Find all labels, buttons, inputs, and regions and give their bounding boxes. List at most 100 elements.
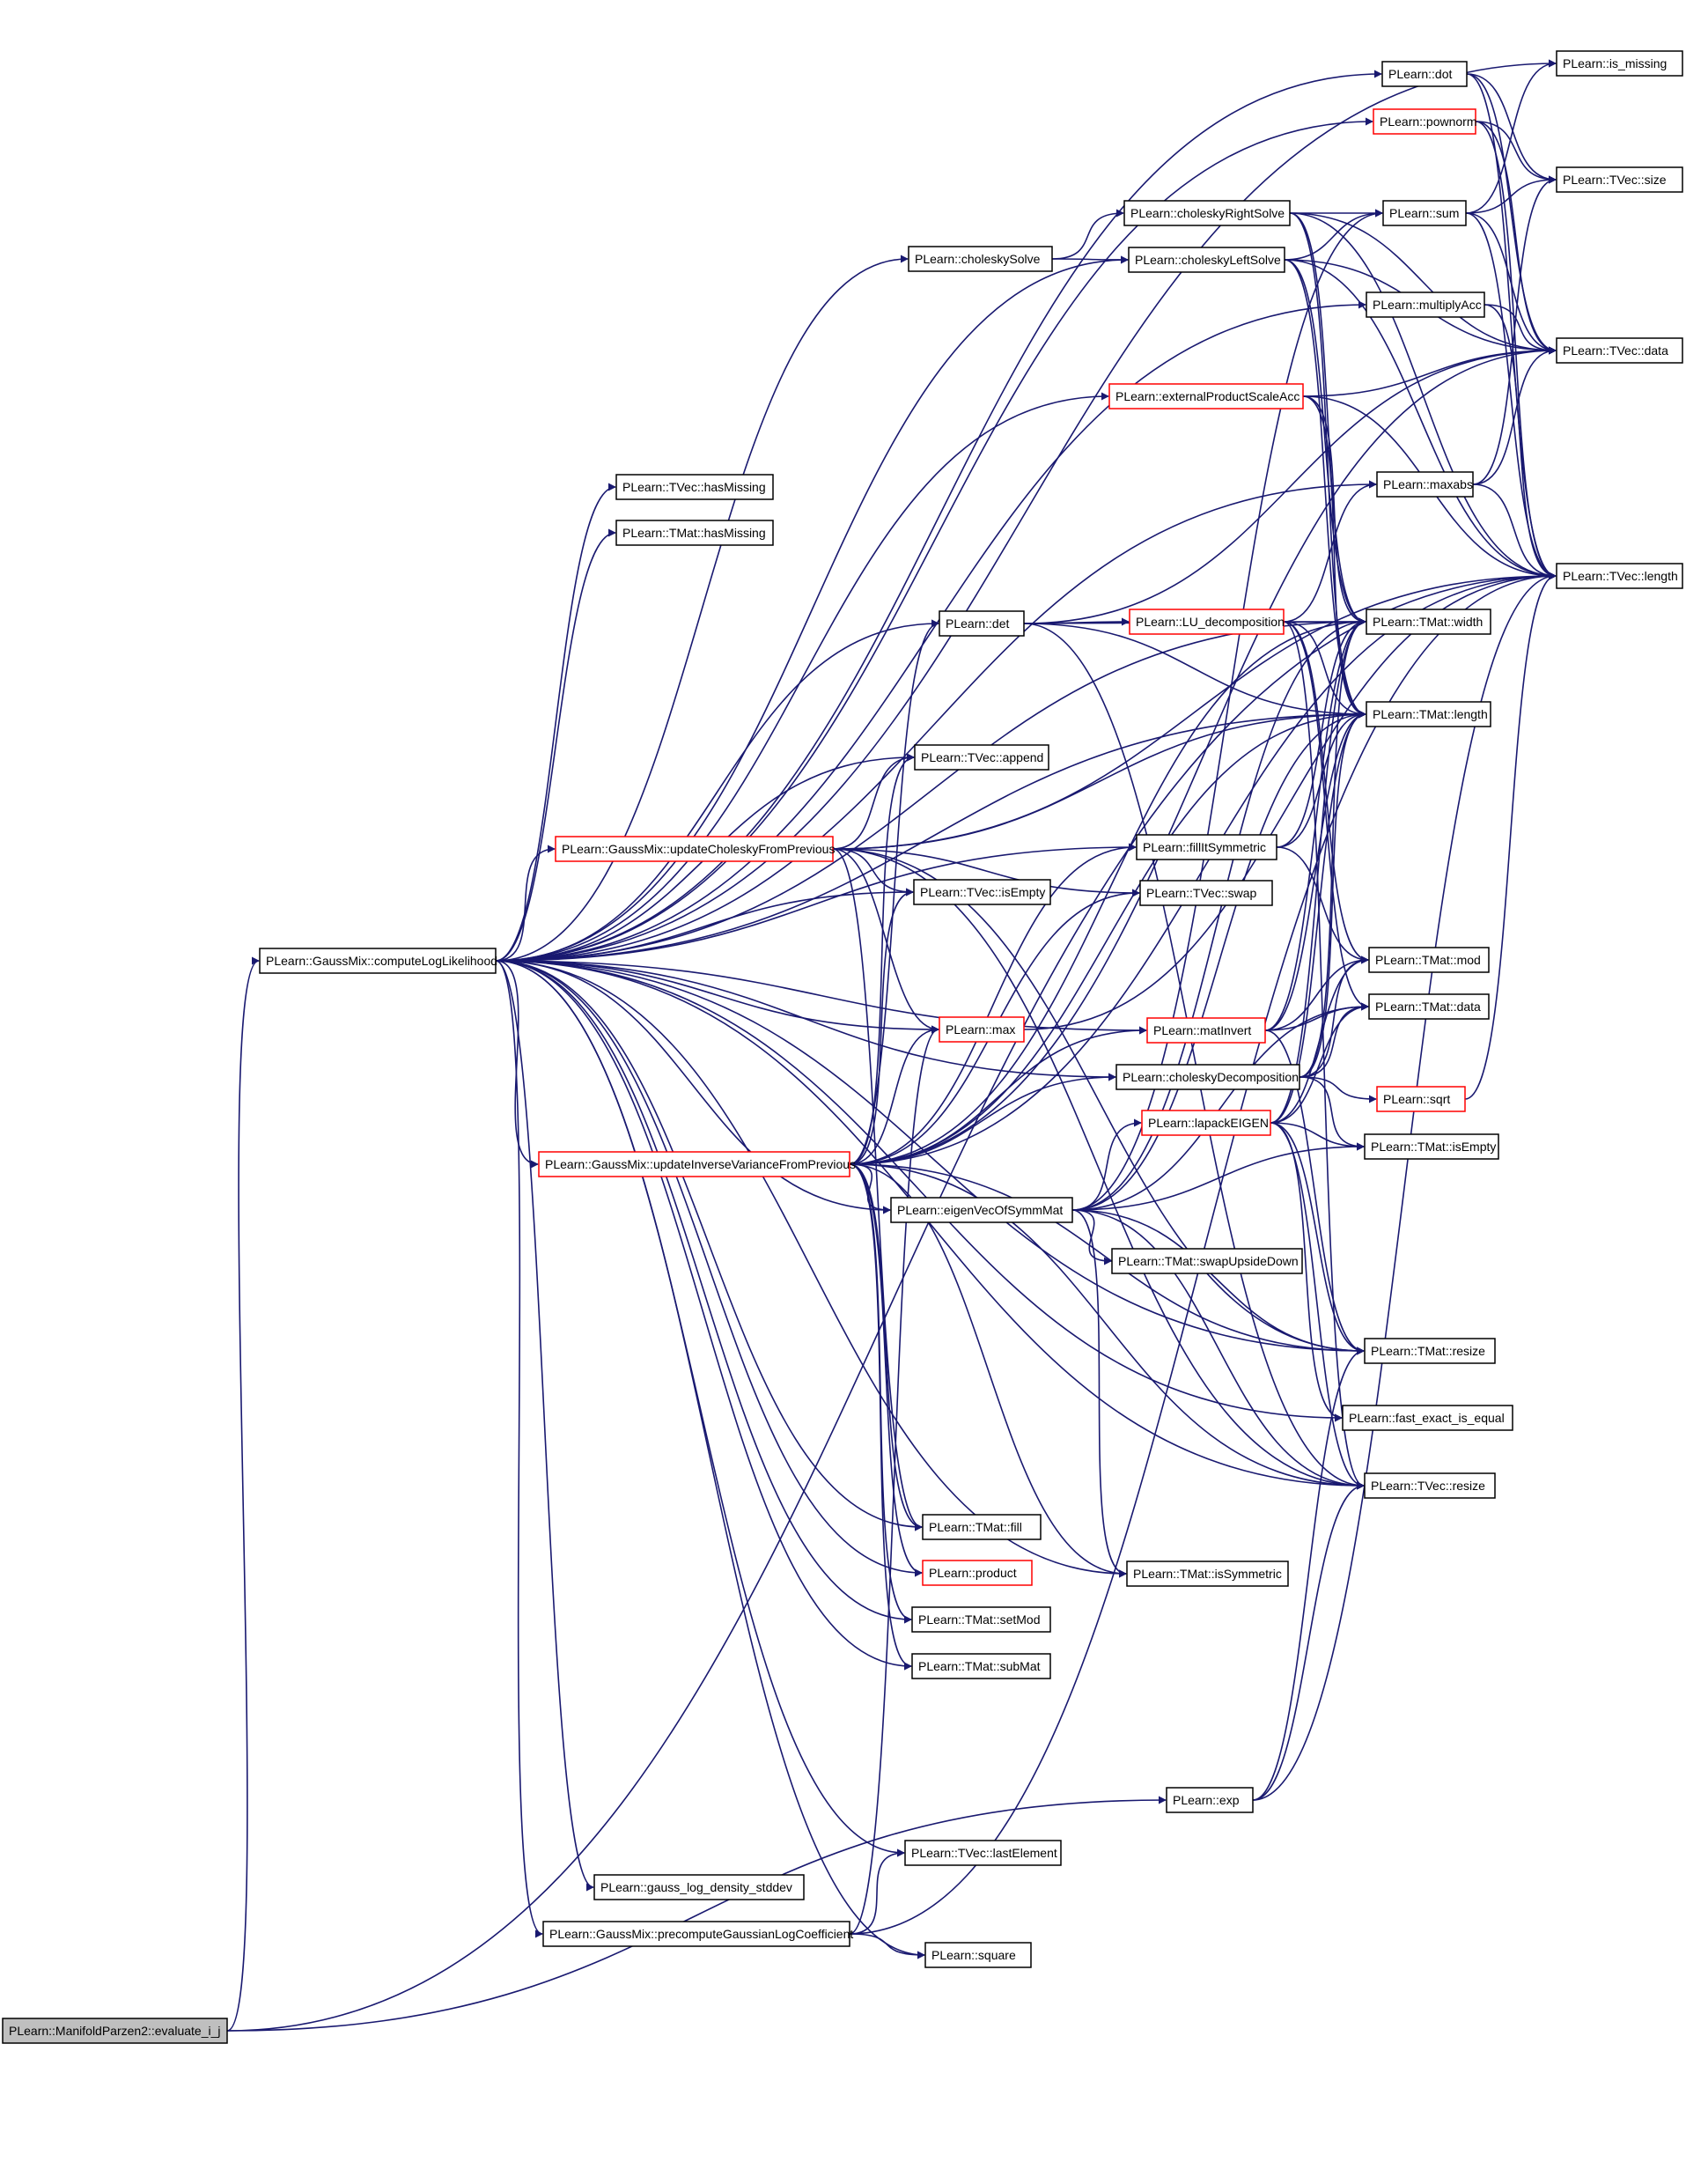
- call-edge: [1299, 1076, 1377, 1103]
- node-label: PLearn::multiplyAcc: [1373, 298, 1482, 312]
- call-edge: [832, 572, 1557, 850]
- node-tmat-swap-upside-down[interactable]: PLearn::TMat::swapUpsideDown: [1111, 1248, 1303, 1274]
- node-tvec-last-element[interactable]: PLearn::TVec::lastElement: [904, 1840, 1062, 1866]
- node-max[interactable]: PLearn::max: [939, 1016, 1025, 1043]
- edge-computeLL-to-tvecResize: [495, 960, 1365, 1490]
- call-edge: [495, 960, 923, 1531]
- node-label: PLearn::GaussMix::computeLogLikelihood: [266, 954, 497, 968]
- node-cholesky-decomposition[interactable]: PLearn::choleskyDecomposition: [1115, 1064, 1300, 1090]
- node-tmat-set-mod[interactable]: PLearn::TMat::setMod: [911, 1606, 1051, 1633]
- edge-computeLL-to-updChol: [495, 845, 556, 962]
- call-edge: [849, 1848, 905, 1935]
- node-cholesky-right-solve[interactable]: PLearn::choleskyRightSolve: [1123, 200, 1291, 226]
- node-dot[interactable]: PLearn::dot: [1381, 61, 1468, 87]
- edge-updInvVar-to-fill: [849, 1163, 923, 1531]
- node-eigen-vec-of-symm-mat[interactable]: PLearn::eigenVecOfSymmMat: [890, 1197, 1073, 1223]
- node-tvec-append[interactable]: PLearn::TVec::append: [914, 744, 1049, 771]
- call-edge: [849, 346, 1557, 1165]
- node-tvec-swap[interactable]: PLearn::TVec::swap: [1139, 880, 1273, 906]
- node-maxabs[interactable]: PLearn::maxabs: [1376, 471, 1474, 498]
- node-fill-it-symmetric[interactable]: PLearn::fillItSymmetric: [1136, 834, 1277, 860]
- node-tvec-resize[interactable]: PLearn::TVec::resize: [1364, 1472, 1496, 1499]
- call-edge: [1270, 1002, 1369, 1124]
- call-edge: [832, 848, 939, 1034]
- call-edge: [1475, 121, 1557, 184]
- node-external-product-scale-acc[interactable]: PLearn::externalProductScaleAcc: [1108, 383, 1304, 410]
- call-edge: [495, 960, 1365, 1490]
- call-edge: [1299, 956, 1369, 1078]
- node-cholesky-left-solve[interactable]: PLearn::choleskyLeftSolve: [1128, 247, 1285, 273]
- edge-cholDec-to-tmatMod: [1299, 956, 1369, 1078]
- edge-eigenVec-to-tmatIsEmpty: [1071, 1142, 1365, 1211]
- node-mat-invert[interactable]: PLearn::matInvert: [1146, 1017, 1266, 1044]
- call-edge: [1289, 212, 1557, 580]
- node-tvec-is-empty[interactable]: PLearn::TVec::isEmpty: [913, 879, 1051, 905]
- node-precompute-gaussian-log-coefficient[interactable]: PLearn::GaussMix::precomputeGaussianLogC…: [542, 1921, 853, 1947]
- node-cholesky-solve[interactable]: PLearn::choleskySolve: [908, 246, 1053, 272]
- node-product[interactable]: PLearn::product: [922, 1560, 1033, 1586]
- edge-updInvVar-to-tvecResize: [849, 1163, 1365, 1490]
- edge-computeLL-to-fastEq: [495, 960, 1343, 1422]
- call-edge: [1071, 1209, 1365, 1355]
- edge-lapack-to-tmatWidth: [1270, 617, 1366, 1124]
- node-label: PLearn::TMat::setMod: [918, 1612, 1041, 1627]
- node-multiply-acc[interactable]: PLearn::multiplyAcc: [1366, 291, 1485, 318]
- node-tmat-fill[interactable]: PLearn::TMat::fill: [922, 1514, 1042, 1540]
- node-sum[interactable]: PLearn::sum: [1382, 200, 1467, 226]
- call-edge: [849, 1163, 923, 1577]
- node-label: PLearn::dot: [1388, 67, 1452, 81]
- node-exp[interactable]: PLearn::exp: [1166, 1787, 1254, 1813]
- node-fast-exact-is-equal[interactable]: PLearn::fast_exact_is_equal: [1342, 1405, 1513, 1431]
- edge-updInvVar-to-subMat: [849, 1163, 912, 1671]
- call-edge: [1071, 1209, 1127, 1578]
- edge-computeLL-to-cholLeft: [495, 255, 1129, 962]
- node-label: PLearn::TMat::width: [1373, 615, 1483, 629]
- call-edge: [1023, 346, 1557, 624]
- edge-extProd-to-tmatLength: [1302, 395, 1366, 719]
- node-update-inverse-variance-from-previous[interactable]: PLearn::GaussMix::updateInverseVarianceF…: [538, 1151, 856, 1177]
- node-gauss-log-density-stddev[interactable]: PLearn::gauss_log_density_stddev: [593, 1874, 805, 1900]
- node-tmat-width[interactable]: PLearn::TMat::width: [1366, 609, 1491, 635]
- node-tmat-sub-mat[interactable]: PLearn::TMat::subMat: [911, 1653, 1051, 1679]
- node-tmat-mod[interactable]: PLearn::TMat::mod: [1368, 947, 1490, 973]
- call-edge: [495, 960, 1343, 1422]
- node-sqrt[interactable]: PLearn::sqrt: [1376, 1086, 1466, 1112]
- node-tmat-has-missing[interactable]: PLearn::TMat::hasMissing: [615, 520, 774, 546]
- edge-lapack-to-tmatData: [1270, 1002, 1369, 1124]
- node-lu-decomposition[interactable]: PLearn::LU_decomposition: [1129, 609, 1285, 635]
- node-label: PLearn::TMat::resize: [1371, 1344, 1485, 1358]
- node-tvec-length[interactable]: PLearn::TVec::length: [1556, 563, 1683, 589]
- node-tmat-data[interactable]: PLearn::TMat::data: [1368, 993, 1490, 1020]
- node-evaluate-i-j[interactable]: PLearn::ManifoldParzen2::evaluate_i_j: [2, 2018, 228, 2044]
- node-label: PLearn::GaussMix::updateInverseVarianceF…: [545, 1157, 856, 1171]
- node-square[interactable]: PLearn::square: [924, 1942, 1032, 1968]
- edge-updChol-to-tmatResize: [832, 848, 1365, 1355]
- node-det[interactable]: PLearn::det: [939, 610, 1025, 637]
- node-tmat-is-empty[interactable]: PLearn::TMat::isEmpty: [1364, 1133, 1499, 1160]
- edge-eigenVec-to-tmatResize: [1071, 1209, 1365, 1355]
- call-edge: [1465, 59, 1557, 214]
- call-edge: [1276, 846, 1369, 964]
- node-tmat-resize[interactable]: PLearn::TMat::resize: [1364, 1338, 1496, 1364]
- node-lapack-eigen[interactable]: PLearn::lapackEIGEN: [1141, 1110, 1271, 1136]
- edge-evaluate-to-exp: [226, 1796, 1167, 2032]
- call-edge: [1289, 212, 1366, 719]
- edge-computeLL-to-setMod: [495, 960, 912, 1624]
- call-edge: [1284, 259, 1366, 626]
- node-pownorm[interactable]: PLearn::pownorm: [1373, 108, 1477, 135]
- edge-updInvVar-to-tmatWidth: [849, 617, 1366, 1165]
- node-compute-log-likelihood[interactable]: PLearn::GaussMix::computeLogLikelihood: [259, 948, 497, 974]
- edge-computeLL-to-fill: [495, 960, 923, 1531]
- call-edge: [849, 888, 914, 1165]
- node-tvec-data[interactable]: PLearn::TVec::data: [1556, 337, 1683, 364]
- node-tvec-size[interactable]: PLearn::TVec::size: [1556, 166, 1683, 193]
- node-label: PLearn::gauss_log_density_stddev: [600, 1880, 792, 1894]
- node-tvec-has-missing[interactable]: PLearn::TVec::hasMissing: [615, 474, 774, 500]
- call-edge: [495, 960, 543, 1938]
- edge-eigenVec-to-tmatWidth: [1071, 617, 1366, 1211]
- node-tmat-is-symmetric[interactable]: PLearn::TMat::isSymmetric: [1126, 1561, 1289, 1587]
- node-is-missing[interactable]: PLearn::is_missing: [1556, 50, 1683, 77]
- node-update-cholesky-from-previous[interactable]: PLearn::GaussMix::updateCholeskyFromPrev…: [555, 836, 835, 862]
- node-tmat-length[interactable]: PLearn::TMat::length: [1366, 701, 1491, 727]
- node-label: PLearn::TVec::resize: [1371, 1479, 1485, 1493]
